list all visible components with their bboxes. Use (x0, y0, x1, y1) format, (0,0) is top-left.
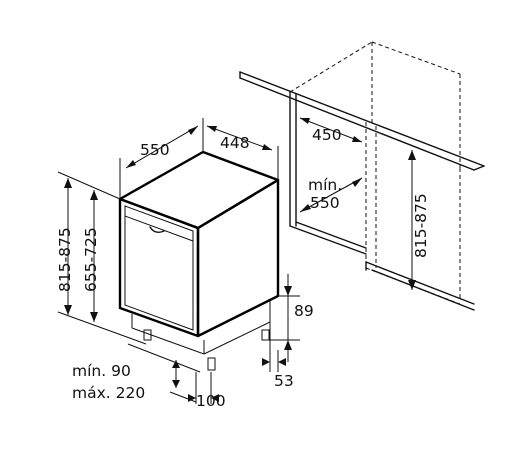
front-left-foot (143, 329, 152, 341)
depth-label: 550 (140, 141, 170, 159)
dishwasher (118, 150, 280, 371)
dimension-labels: 550 448 450 mín. 550 815-875 655-725 815… (56, 126, 430, 410)
plinth-offset-label: 53 (274, 372, 294, 390)
plinth-min-label: mín. 90 (72, 362, 131, 380)
front-right-foot (207, 357, 216, 371)
dimension-lines (57, 117, 416, 404)
plinth-max-label: máx. 220 (72, 384, 145, 402)
width-label: 448 (220, 134, 250, 152)
kitchen-niche (239, 41, 485, 311)
total-height-label: 815-875 (56, 227, 74, 292)
foot-depth-label: 100 (196, 392, 226, 410)
niche-height-label: 815-875 (412, 193, 430, 258)
door-handle (149, 226, 165, 234)
niche-width-value-label: 550 (310, 194, 340, 212)
niche-depth-label: 450 (312, 126, 342, 144)
rear-foot (261, 329, 270, 341)
body-height-label: 655-725 (82, 227, 100, 292)
niche-width-min-label: mín. (308, 176, 342, 194)
plinth-height-label: 89 (294, 302, 314, 320)
